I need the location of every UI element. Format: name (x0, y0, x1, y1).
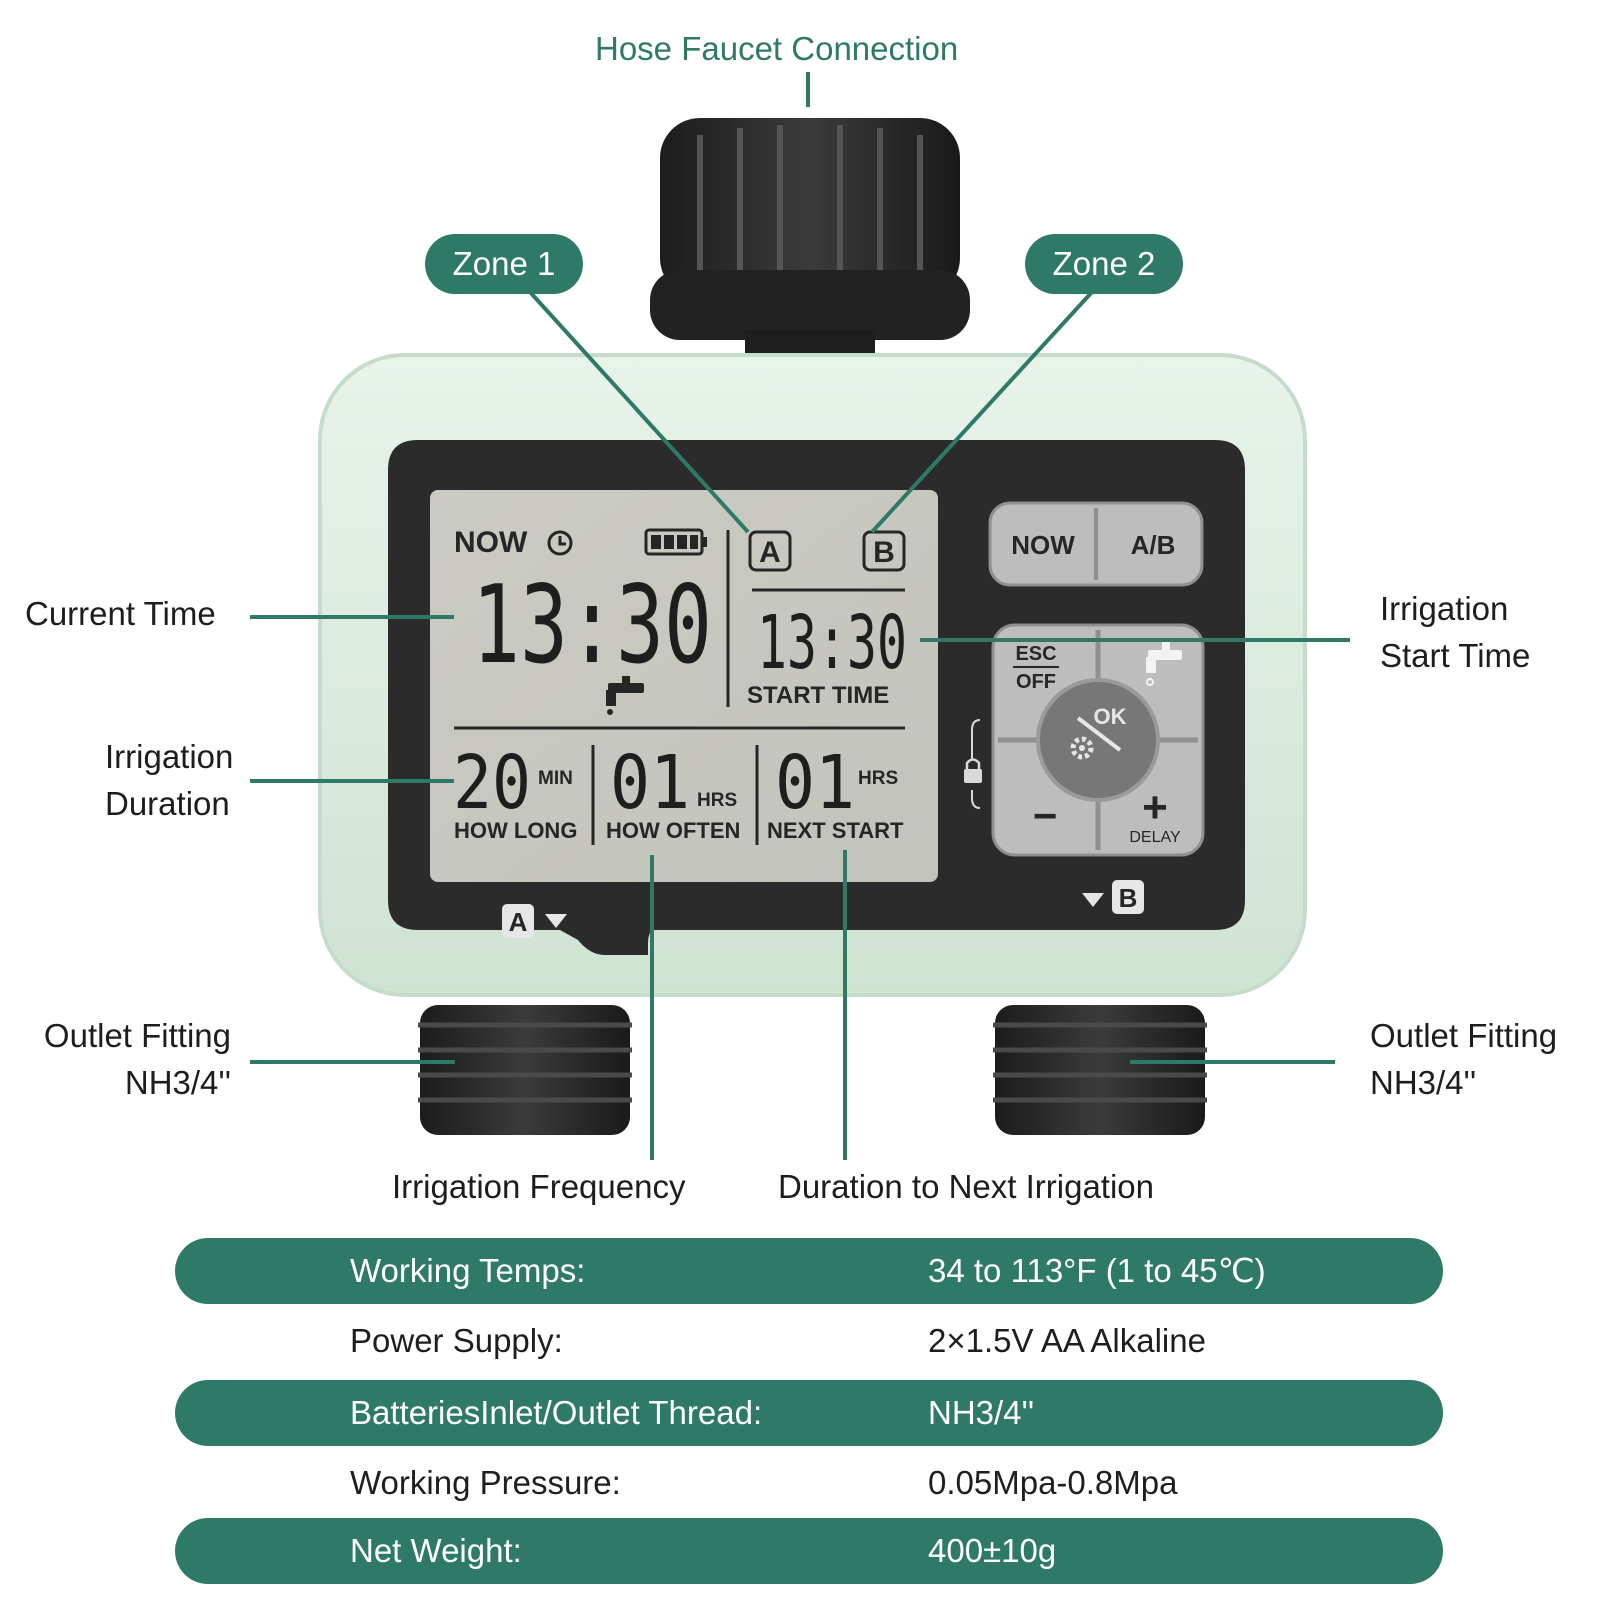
hose-faucet-connector (650, 118, 970, 360)
lcd-display: NOW 13:30 A (453, 526, 907, 845)
lcd-how-often-value: 01 (610, 740, 690, 826)
lcd-next-start-value: 01 (775, 740, 855, 826)
svg-text:NOW: NOW (1011, 530, 1075, 560)
spec-value: 0.05Mpa-0.8Mpa (928, 1464, 1178, 1501)
spec-row: Power Supply: 2×1.5V AA Alkaline (175, 1308, 1443, 1374)
label-irrigation-start-time: Irrigation Start Time (1380, 585, 1530, 679)
svg-text:OK: OK (1094, 704, 1127, 729)
spec-key: Power Supply: (350, 1322, 563, 1359)
label-outlet-right-line2: NH3/4'' (1370, 1064, 1477, 1101)
svg-text:OFF: OFF (1016, 671, 1056, 693)
spec-row: Net Weight: 400±10g (175, 1518, 1443, 1584)
outlet-fitting-right (993, 1005, 1207, 1135)
pill-zone-1: Zone 1 (425, 234, 583, 294)
gear-icon (1070, 736, 1094, 760)
zone-b-badge: B (862, 530, 906, 572)
label-irrigation-duration: Irrigation Duration (105, 733, 233, 827)
label-outlet-right-line1: Outlet Fitting (1370, 1017, 1558, 1054)
lcd-start-time-label: START TIME (747, 682, 889, 709)
minus-button[interactable]: − (1033, 792, 1058, 839)
svg-text:ESC: ESC (1015, 643, 1056, 665)
lcd-start-time: 13:30 (757, 600, 907, 686)
svg-text:B: B (1119, 883, 1138, 913)
lcd-how-long-label: HOW LONG (454, 818, 577, 843)
pill-zone-2: Zone 2 (1025, 234, 1183, 294)
svg-text:A/B: A/B (1131, 530, 1176, 560)
svg-text:−: − (1033, 792, 1058, 839)
label-irrigation-frequency: Irrigation Frequency (392, 1168, 686, 1205)
manual-water-button[interactable] (1146, 642, 1182, 686)
svg-text:DELAY: DELAY (1129, 829, 1181, 846)
now-ab-button-group: NOW A/B (988, 501, 1204, 587)
zone-a-badge: A (748, 530, 792, 572)
svg-text:B: B (873, 536, 895, 569)
lcd-current-time: 13:30 (472, 563, 712, 688)
plus-delay-button[interactable]: + DELAY (1129, 783, 1181, 846)
lcd-how-often-label: HOW OFTEN (606, 818, 740, 843)
control-pad: ESC OFF OK − + DELAY (991, 623, 1205, 857)
now-button[interactable]: NOW (992, 505, 1094, 583)
faucet-icon (606, 676, 644, 715)
spec-key: Net Weight: (350, 1532, 522, 1569)
label-irrigation-duration-line2: Duration (105, 785, 230, 822)
outlet-a-mark: A (502, 904, 567, 938)
spec-value: 400±10g (928, 1532, 1057, 1569)
lcd-how-long-value: 20 (453, 740, 531, 826)
spec-key: Working Temps: (350, 1252, 586, 1289)
label-current-time: Current Time (25, 595, 216, 632)
spec-value: 2×1.5V AA Alkaline (928, 1322, 1206, 1359)
lcd-how-long-unit: MIN (538, 768, 573, 789)
ok-button[interactable]: OK (1070, 704, 1127, 760)
outlet-b-mark: B (1082, 880, 1144, 914)
label-outlet-left-line1: Outlet Fitting (43, 1017, 231, 1054)
lcd-next-start-label: NEXT START (767, 818, 904, 843)
svg-text:A: A (509, 907, 528, 937)
lcd-next-start-unit: HRS (858, 768, 898, 789)
label-duration-to-next-irrigation: Duration to Next Irrigation (778, 1168, 1155, 1205)
spec-row: Working Temps: 34 to 113°F (1 to 45℃) (175, 1238, 1443, 1304)
spec-row: Working Pressure: 0.05Mpa-0.8Mpa (175, 1450, 1443, 1516)
spec-key: BatteriesInlet/Outlet Thread: (350, 1394, 763, 1431)
svg-text:+: + (1142, 783, 1168, 832)
label-irrigation-start-line1: Irrigation (1380, 590, 1509, 627)
lcd-now-label: NOW (454, 526, 528, 559)
outlet-fitting-left (418, 1005, 632, 1135)
svg-text:A: A (759, 536, 781, 569)
esc-off-button[interactable]: ESC OFF (1013, 643, 1059, 693)
clock-icon (547, 530, 573, 556)
ab-button[interactable]: A/B (1098, 505, 1200, 583)
spec-row: BatteriesInlet/Outlet Thread: NH3/4'' (175, 1380, 1443, 1446)
label-hose-faucet-connection: Hose Faucet Connection (595, 30, 959, 67)
label-outlet-fitting-left: Outlet Fitting NH3/4'' (25, 1012, 231, 1106)
lcd-how-often-unit: HRS (697, 790, 737, 811)
spec-value: NH3/4'' (928, 1394, 1035, 1431)
spec-key: Working Pressure: (350, 1464, 621, 1501)
callout-leader-lines (250, 72, 1350, 1160)
spec-value: 34 to 113°F (1 to 45℃) (928, 1252, 1266, 1289)
label-outlet-fitting-right: Outlet Fitting NH3/4'' (1370, 1012, 1557, 1106)
battery-icon (644, 528, 707, 556)
label-outlet-left-line2: NH3/4'' (124, 1064, 231, 1101)
label-irrigation-duration-line1: Irrigation (105, 738, 234, 775)
faucet-icon (1146, 642, 1182, 686)
label-irrigation-start-line2: Start Time (1380, 637, 1531, 674)
lock-icon (964, 719, 982, 809)
